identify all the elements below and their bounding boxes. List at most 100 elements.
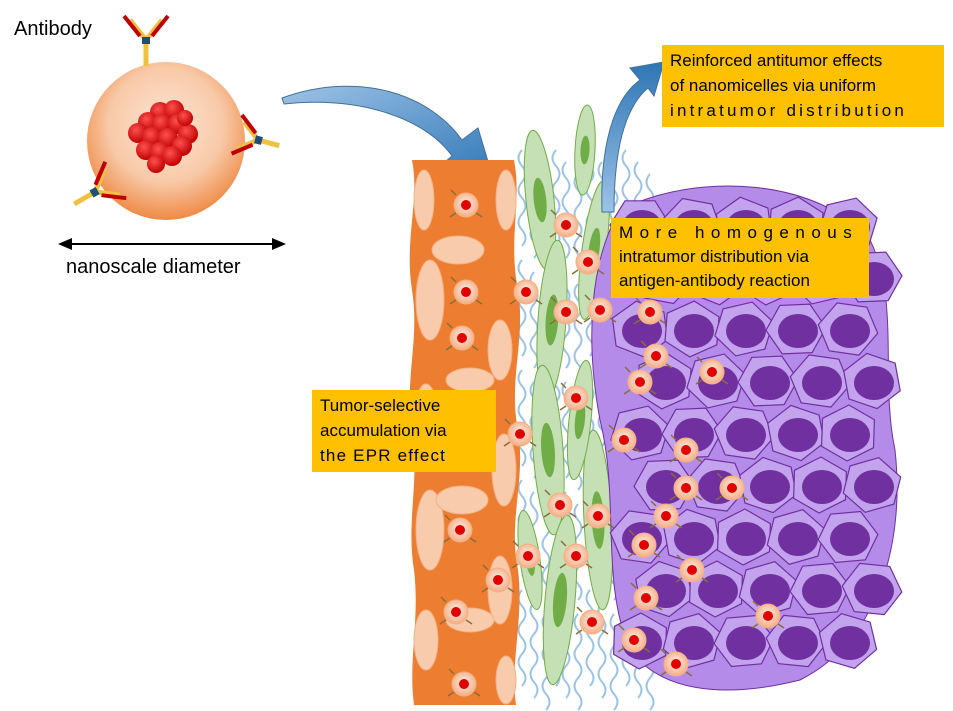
antibody-icon: [695, 379, 703, 385]
antibody-icon: [446, 322, 453, 329]
fiber: [517, 259, 527, 357]
tumor-nucleus: [830, 418, 870, 452]
antibody-icon: [628, 529, 635, 536]
antibody-icon: [569, 512, 577, 518]
endothelial-cell: [413, 169, 435, 231]
tumor-nucleus: [750, 470, 790, 504]
antibody-icon: [511, 563, 519, 569]
antibody-icon: [752, 600, 759, 607]
antibody-icon: [585, 563, 593, 569]
antibody-icon: [696, 356, 703, 363]
callout-line: Reinforced antitumor effects: [670, 51, 883, 70]
nanomicelle-core: [515, 429, 525, 439]
nanomicelle-core: [645, 307, 655, 317]
fiber: [517, 589, 527, 687]
callout-epr: Tumor-selective accumulation via the EPR…: [312, 390, 496, 472]
antibody-icon: [633, 319, 641, 325]
antibody-icon: [585, 405, 593, 411]
tumor-nucleus: [778, 522, 818, 556]
antibody-icon: [449, 299, 457, 305]
nanomicelle-core: [681, 445, 691, 455]
nanomicelle-core: [651, 351, 661, 361]
antibody-icon: [122, 14, 170, 66]
antibody-icon: [777, 623, 785, 629]
callout-line: of nanomicelles via uniform: [670, 76, 876, 95]
tumor-nucleus: [674, 314, 714, 348]
fiber: [561, 161, 571, 259]
antibody-icon: [450, 276, 457, 283]
antibody-icon: [473, 691, 481, 697]
tumor-nucleus: [726, 418, 766, 452]
nanomicelle-core: [635, 377, 645, 387]
antibody-icon: [584, 294, 591, 301]
antibody-icon: [529, 441, 537, 447]
nanomicelle-core: [595, 305, 605, 315]
tumor-nucleus: [778, 626, 818, 660]
stromal-nucleus: [533, 177, 547, 223]
nanomicelle-core: [671, 659, 681, 669]
antibody-icon: [675, 577, 683, 583]
nanomicelle-core: [455, 525, 465, 535]
tumor-nucleus: [778, 418, 818, 452]
nanomicelle-core: [461, 287, 471, 297]
antibody-icon: [447, 691, 455, 697]
antibody-icon: [507, 587, 515, 593]
antibody-icon: [448, 668, 455, 675]
antibody-icon: [695, 457, 703, 463]
tumor-nucleus: [646, 366, 686, 400]
stromal-nucleus: [541, 422, 555, 478]
nanomicelle-core: [523, 551, 533, 561]
nanomicelle-core: [451, 607, 461, 617]
stromal-nucleus: [580, 135, 590, 165]
antibody-icon: [607, 447, 615, 453]
antibody-icon: [439, 619, 447, 625]
tumor-nucleus: [698, 574, 738, 608]
antibody-icon: [618, 624, 625, 631]
diameter-label: nanoscale diameter: [66, 256, 241, 278]
tumor-nucleus: [674, 522, 714, 556]
antibody-icon: [582, 500, 589, 507]
antibody-icon: [670, 472, 677, 479]
antibody-icon: [443, 537, 451, 543]
antibody-icon: [597, 269, 605, 275]
antibody-icon: [543, 512, 551, 518]
nanomicelle-core: [561, 307, 571, 317]
antibody-icon: [660, 648, 667, 655]
endothelial-cell: [431, 235, 485, 265]
antibody-icon: [624, 366, 631, 373]
nanomicelle-core: [583, 257, 593, 267]
antibody-icon: [715, 495, 723, 501]
antibody-icon: [617, 647, 625, 653]
callout-line: More homogenous: [619, 223, 859, 242]
nanomicelle-core: [681, 483, 691, 493]
antibody-icon: [649, 389, 657, 395]
callout-line: antigen-antibody reaction: [619, 271, 810, 290]
antibody-icon: [571, 269, 579, 275]
antibody-icon: [675, 523, 683, 529]
nanomicelle-core: [763, 611, 773, 621]
antibody-icon: [669, 495, 677, 501]
antibody-icon: [630, 582, 637, 589]
antibody-icon: [550, 296, 557, 303]
tumor-nucleus: [802, 574, 842, 608]
antibody-icon: [608, 424, 615, 431]
antibody-icon: [537, 563, 545, 569]
nanomicelle-core: [555, 500, 565, 510]
antibody-icon: [741, 495, 749, 501]
tumor-nucleus: [802, 366, 842, 400]
antibody-icon: [549, 232, 557, 238]
endothelial-cell: [435, 485, 489, 515]
antibody-icon: [640, 340, 647, 347]
callout-reinforced: Reinforced antitumor effects of nanomice…: [662, 45, 944, 127]
antibody-icon: [623, 389, 631, 395]
antibody-icon: [653, 552, 661, 558]
antibody-icon: [471, 345, 479, 351]
endothelial-cell: [415, 259, 445, 341]
antibody-icon: [444, 514, 451, 521]
antibody-icon: [665, 363, 673, 369]
antibody-icon: [659, 671, 667, 677]
nanomicelle-core: [727, 483, 737, 493]
antibody-icon: [469, 537, 477, 543]
tumor-nucleus: [830, 522, 870, 556]
antibody-icon: [450, 189, 457, 196]
